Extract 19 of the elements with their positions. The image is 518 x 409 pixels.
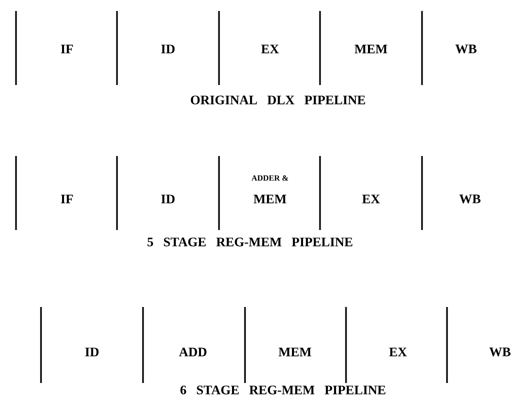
stage-label: EX — [362, 194, 380, 204]
stage-label: ADDER & — [252, 175, 288, 181]
stage-label: ID — [161, 194, 175, 204]
stage-label: EX — [261, 44, 279, 54]
pipeline-caption: ORIGINAL DLX PIPELINE — [190, 96, 366, 104]
stage-label: WB — [455, 44, 476, 54]
stage-label: WB — [489, 348, 510, 356]
stage-label: IF — [60, 194, 73, 204]
stage-label: EX — [389, 348, 407, 356]
stage-label: ID — [161, 44, 175, 54]
stage-label: MEM — [354, 44, 388, 54]
stage-label: MEM — [254, 194, 286, 204]
stage-label: MEM — [278, 348, 312, 356]
stage-label: IF — [60, 44, 73, 54]
stage-label: ADD — [179, 348, 206, 356]
stage-label: ID — [85, 348, 99, 356]
pipeline-caption: 5 STAGE REG-MEM PIPELINE — [148, 238, 352, 246]
stage-label: WB — [459, 194, 480, 204]
pipeline-caption: 6 STAGE REG-MEM PIPELINE — [180, 386, 386, 394]
